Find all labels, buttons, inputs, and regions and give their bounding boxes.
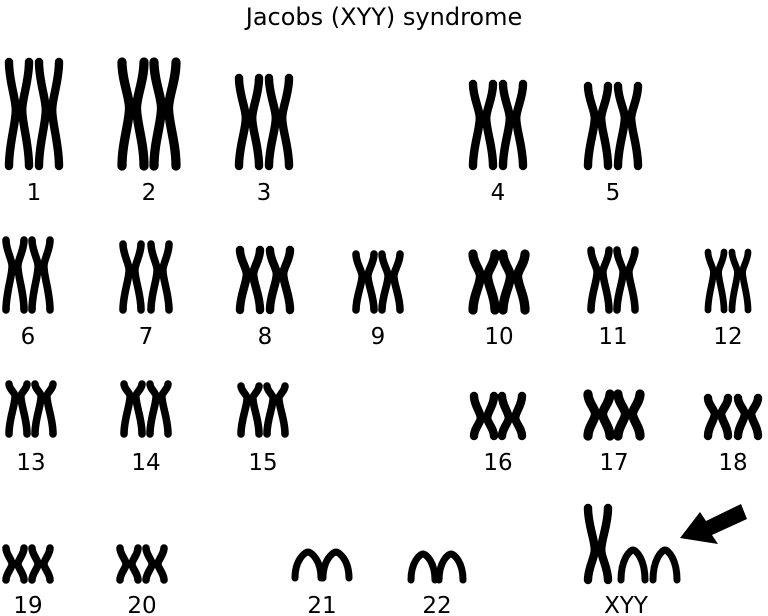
pair-label-22: 22 [422, 593, 451, 616]
chromosome-18-a [703, 393, 733, 441]
chromosome-4-b [498, 79, 528, 171]
chromosome-16-b [497, 391, 527, 441]
chromosome-20-b [142, 544, 168, 584]
pair-label-2: 2 [142, 180, 157, 206]
chromosome-21-a [291, 548, 325, 582]
chromosome-y-1 [617, 546, 649, 584]
chromosome-22-a [407, 550, 439, 584]
chromosome-14-b [146, 380, 172, 438]
pair-label-11: 11 [598, 324, 627, 350]
chromosome-15-a [237, 382, 263, 438]
chromosome-16-a [469, 391, 499, 441]
chromosome-19-a [2, 544, 28, 584]
pair-label-1: 1 [27, 180, 42, 206]
pair-label-16: 16 [483, 450, 512, 476]
chromosome-10-a [468, 249, 500, 315]
pair-label-19: 19 [13, 593, 42, 616]
chromosome-8-a [235, 245, 265, 315]
chromosome-14-a [120, 380, 146, 438]
chromosome-17-a [583, 389, 615, 441]
pair-label-12: 12 [713, 324, 742, 350]
chromosome-7-a [119, 240, 145, 314]
pair-label-6: 6 [21, 324, 36, 350]
pair-label-10: 10 [484, 324, 513, 350]
pair-label-18: 18 [718, 450, 747, 476]
chromosome-x [583, 503, 613, 585]
chromosome-2-a [117, 57, 149, 171]
pair-label-15: 15 [248, 450, 277, 476]
pair-label-4: 4 [491, 180, 506, 206]
chromosome-11-a [587, 246, 613, 314]
chromosome-y-2 [649, 546, 681, 584]
chromosome-8-b [265, 245, 295, 315]
pair-label-13: 13 [16, 450, 45, 476]
sex-chromosome-label: XYY [604, 593, 649, 616]
chromosome-12-b [728, 248, 752, 314]
page-title: Jacobs (XYY) syndrome [245, 3, 523, 31]
pair-label-8: 8 [258, 324, 273, 350]
pair-label-21: 21 [307, 593, 336, 616]
pair-label-3: 3 [257, 180, 272, 206]
pair-label-5: 5 [606, 180, 621, 206]
chromosome-6-a [2, 236, 28, 314]
chromosome-18-b [733, 393, 763, 441]
chromosome-21-b [319, 548, 353, 582]
pair-label-14: 14 [131, 450, 160, 476]
chromosome-20-a [116, 544, 142, 584]
chromosome-9-b [378, 250, 404, 314]
chromosome-6-b [28, 236, 54, 314]
chromosome-1-b [34, 57, 64, 171]
chromosome-10-b [498, 249, 530, 315]
chromosome-11-b [613, 246, 639, 314]
chromosome-15-b [263, 382, 289, 438]
chromosome-1-a [4, 57, 34, 171]
chromosome-4-a [468, 79, 498, 171]
chromosome-9-a [352, 250, 378, 314]
pair-label-17: 17 [599, 450, 628, 476]
chromosome-5-b [613, 81, 643, 171]
pair-label-9: 9 [371, 324, 386, 350]
chromosome-17-b [613, 389, 645, 441]
arrow-left-icon [680, 504, 747, 544]
pair-label-7: 7 [139, 324, 154, 350]
pair-label-20: 20 [127, 593, 156, 616]
chromosome-7-b [147, 240, 173, 314]
chromosome-13-b [31, 380, 57, 438]
chromosome-19-b [28, 544, 54, 584]
chromosome-3-b [264, 73, 294, 171]
chromosome-22-b [435, 550, 467, 584]
chromosome-13-a [5, 380, 31, 438]
chromosome-5-a [583, 81, 613, 171]
chromosome-layer [2, 57, 763, 585]
chromosome-12-a [704, 248, 728, 314]
chromosome-2-b [149, 57, 181, 171]
chromosome-3-a [234, 73, 264, 171]
